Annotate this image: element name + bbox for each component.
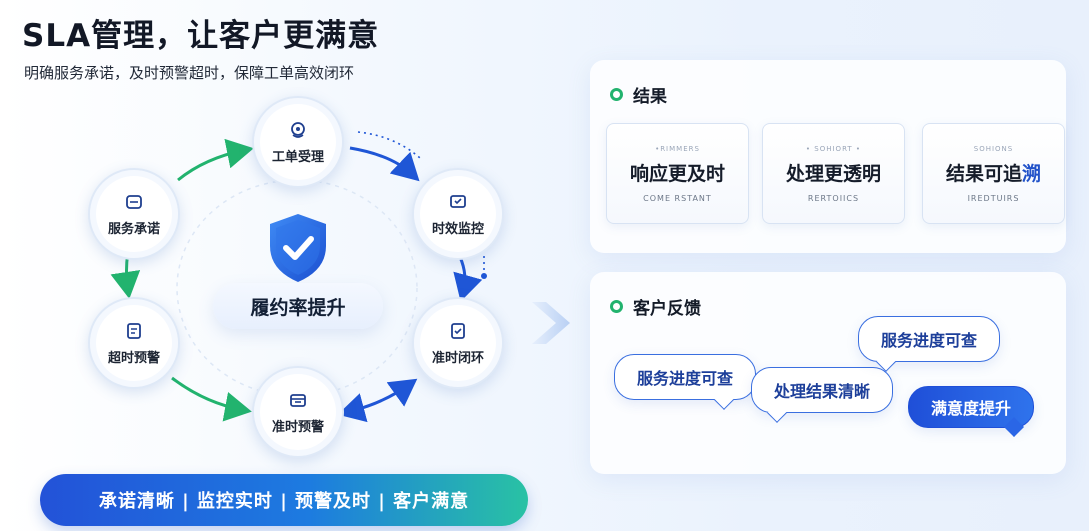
card-tiny-text: • SOHIORT • <box>805 144 862 153</box>
card-sub-text: IREDTUIRS <box>967 193 1020 203</box>
feedback-bubble: 服务进度可查 <box>614 354 757 410</box>
feedback-bubble: 满意度提升 <box>908 386 1035 437</box>
card-main-part: 结果可追 <box>945 162 1022 185</box>
bubble-tail <box>1004 417 1024 437</box>
cycle-node-closed-loop: 准时闭环 <box>412 297 504 389</box>
feedback-title-text: 客户反馈 <box>633 299 701 319</box>
bubble-text: 服务进度可查 <box>637 369 734 388</box>
card-main-highlight: 溯 <box>1022 162 1042 185</box>
feedback-title: 客户反馈 <box>610 294 701 319</box>
bubble-text: 处理结果清晰 <box>774 382 871 401</box>
shield-check-icon <box>270 214 326 282</box>
node-label: 准时闭环 <box>431 350 484 366</box>
bubble-text: 满意度提升 <box>931 399 1012 418</box>
node-label: 服务承诺 <box>107 221 160 237</box>
card-tiny-text: •RIMMERS <box>655 144 700 153</box>
bubble-tail <box>767 403 787 423</box>
bubble-tail <box>714 390 734 410</box>
green-dot-icon <box>610 88 623 101</box>
page-subtitle: 明确服务承诺，及时预警超时，保障工单高效闭环 <box>24 64 355 82</box>
feedback-panel: 客户反馈 服务进度可查 处理结果清晰 服务进度可查 满意度提升 <box>590 272 1066 474</box>
result-card: • SOHIORT • 处理更透明 RERTOIICS <box>762 123 905 224</box>
card-main-text: 响应更及时 <box>629 162 725 185</box>
results-title-text: 结果 <box>633 87 667 107</box>
closed-loop-icon <box>451 322 465 339</box>
results-title: 结果 <box>610 82 667 107</box>
cycle-node-overtime-alert: 超时预警 <box>88 297 180 389</box>
document-icon <box>127 322 141 339</box>
node-label: 时效监控 <box>431 221 484 237</box>
cycle-node-service-promise: 服务承诺 <box>88 168 180 260</box>
alert-box-icon <box>290 393 306 407</box>
node-label: 工单受理 <box>271 149 324 165</box>
card-tiny-text: SOHIONS <box>973 144 1014 153</box>
node-label: 准时预警 <box>271 419 324 435</box>
page-title: SLA管理，让客户更满意 <box>22 18 380 54</box>
bubble-text: 服务进度可查 <box>881 331 978 350</box>
cycle-node-ontime-alert: 准时预警 <box>252 366 344 458</box>
center-label: 履约率提升 <box>213 283 383 329</box>
card-sub-text: RERTOIICS <box>807 193 860 203</box>
card-main-text: 结果可追溯 <box>946 159 1041 186</box>
summary-banner: 承诺清晰 | 监控实时 | 预警及时 | 客户满意 <box>40 474 528 526</box>
monitor-icon <box>450 194 466 208</box>
service-card-icon <box>126 194 142 209</box>
node-label: 超时预警 <box>107 350 160 366</box>
feedback-bubble: 处理结果清晰 <box>751 367 894 423</box>
card-main-text: 处理更透明 <box>785 162 881 185</box>
card-sub-text: COME RSTANT <box>643 193 712 203</box>
cycle-node-ticket-intake: 工单受理 <box>252 96 344 188</box>
results-panel: 结果 •RIMMERS 响应更及时 COME RSTANT • SOHIORT … <box>590 60 1066 253</box>
green-dot-icon <box>610 300 623 313</box>
cycle-node-time-monitor: 时效监控 <box>412 168 504 260</box>
chevron-right-icon <box>532 302 570 344</box>
feedback-bubble: 服务进度可查 <box>858 316 1001 372</box>
result-card: SOHIONS 结果可追溯 IREDTUIRS <box>922 123 1065 224</box>
headset-icon <box>291 121 305 138</box>
result-card: •RIMMERS 响应更及时 COME RSTANT <box>606 123 749 224</box>
